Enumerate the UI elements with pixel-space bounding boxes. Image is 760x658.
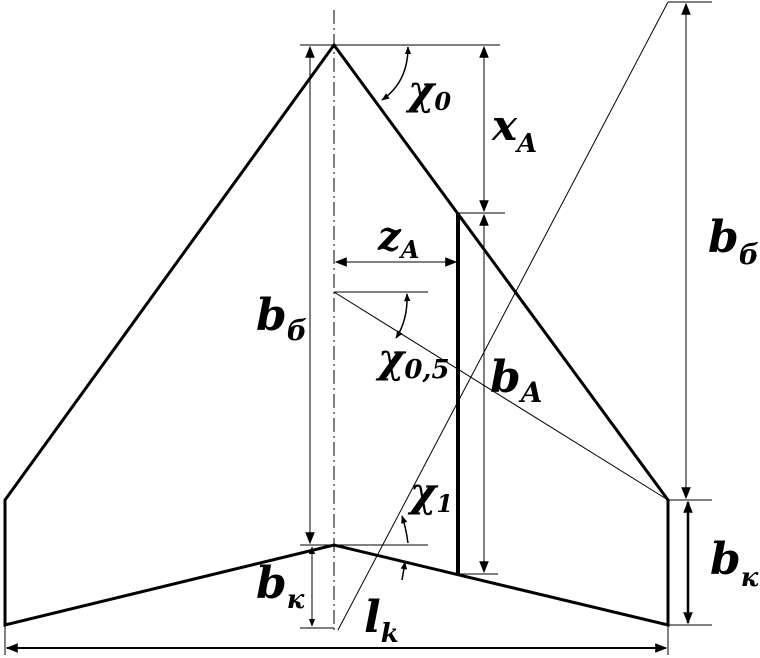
label-bA: bA	[490, 352, 543, 409]
svg-text:χ1: χ1	[407, 469, 453, 518]
wing-outline	[3, 42, 670, 627]
label-lk: lk	[364, 592, 399, 649]
svg-text:bб: bб	[256, 290, 307, 347]
label-chi1: χ1	[407, 469, 453, 518]
label-b-root-right: bб	[708, 212, 759, 271]
label-b-tip-right: bк	[710, 534, 759, 593]
svg-text:χ0,5: χ0,5	[375, 335, 450, 385]
label-b-tip-left: bк	[256, 558, 305, 615]
lk-pointer-arrow	[400, 561, 407, 581]
label-zA: zA	[377, 213, 419, 264]
svg-text:zA: zA	[377, 213, 419, 264]
svg-text:xA: xA	[491, 101, 537, 159]
label-chi0: χ0	[405, 67, 451, 116]
half-chord-line	[333, 291, 669, 501]
svg-text:bк: bк	[256, 558, 305, 615]
chi1-angle-arc	[401, 515, 409, 544]
label-chi05: χ0,5	[375, 335, 450, 385]
svg-text:χ0: χ0	[405, 67, 451, 116]
label-b-root-left: bб	[256, 290, 307, 347]
chi0-angle-arc	[381, 46, 412, 101]
svg-text:bк: bк	[710, 534, 759, 593]
chi05-angle-arc	[395, 293, 411, 339]
svg-text:bб: bб	[708, 212, 759, 271]
svg-text:lk: lk	[364, 592, 399, 649]
label-xA: xA	[491, 101, 537, 159]
svg-text:bA: bA	[490, 352, 543, 409]
construction-line-long	[337, 1, 669, 631]
